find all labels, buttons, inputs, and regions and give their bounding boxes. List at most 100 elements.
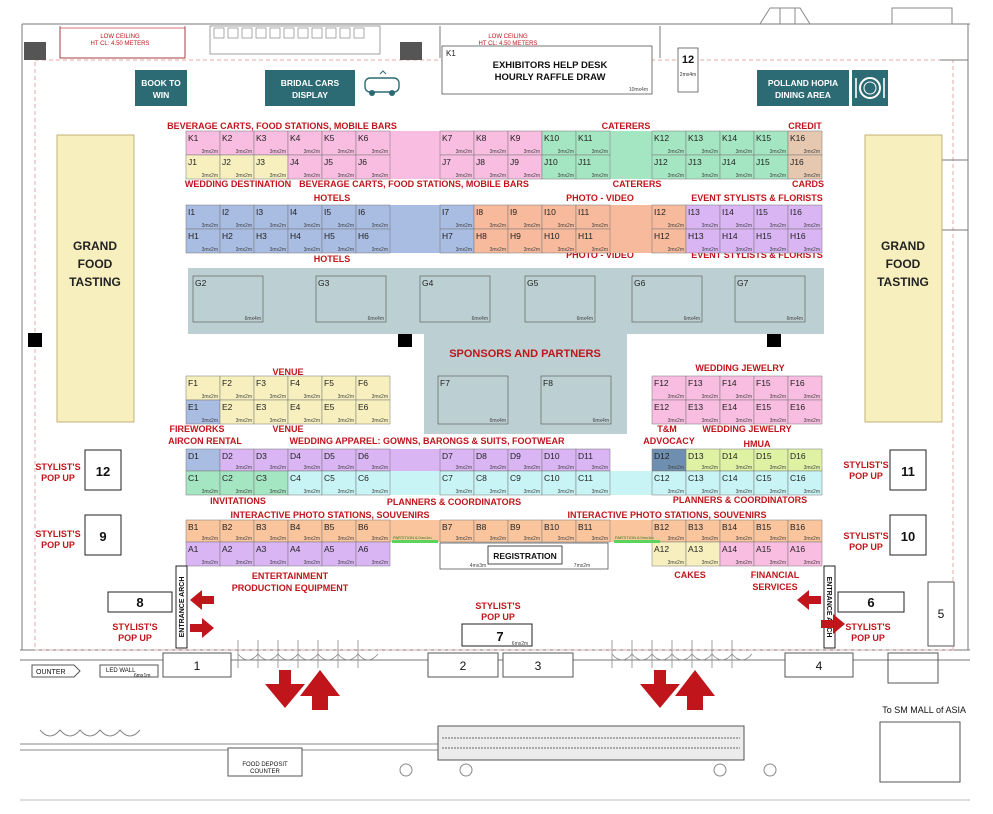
grand-food-tasting-right[interactable]: GRAND FOOD TASTING — [864, 134, 943, 423]
bridal-cars-box[interactable]: BRIDAL CARS DISPLAY — [265, 70, 355, 106]
booth-12-top[interactable]: 12 2mx4m — [677, 47, 699, 93]
entrance-arch-right[interactable]: ENTRANCE ARCH — [823, 565, 836, 649]
book-to-win-box[interactable]: BOOK TO WIN — [135, 70, 187, 106]
stylist-popup-center-7[interactable]: STYLIST'S POP UP 7 6mx2m — [461, 601, 533, 647]
stylist-popup-left-8[interactable]: 8 STYLIST'S POP UP — [107, 591, 173, 643]
entrance-arch-left[interactable]: ENTRANCE ARCH — [175, 565, 188, 649]
stylist-popup-right-10[interactable]: 10 STYLIST'S POP UP — [843, 514, 927, 556]
help-desk-box[interactable]: K1 EXHIBITORS HELP DESK HOURLY RAFFLE DR… — [441, 45, 653, 95]
stylist-popup-right-6[interactable]: 6 STYLIST'S POP UP — [837, 591, 905, 643]
grand-food-tasting-left[interactable]: GRAND FOOD TASTING — [56, 134, 135, 423]
booth-d1[interactable]: D1 — [185, 448, 221, 472]
